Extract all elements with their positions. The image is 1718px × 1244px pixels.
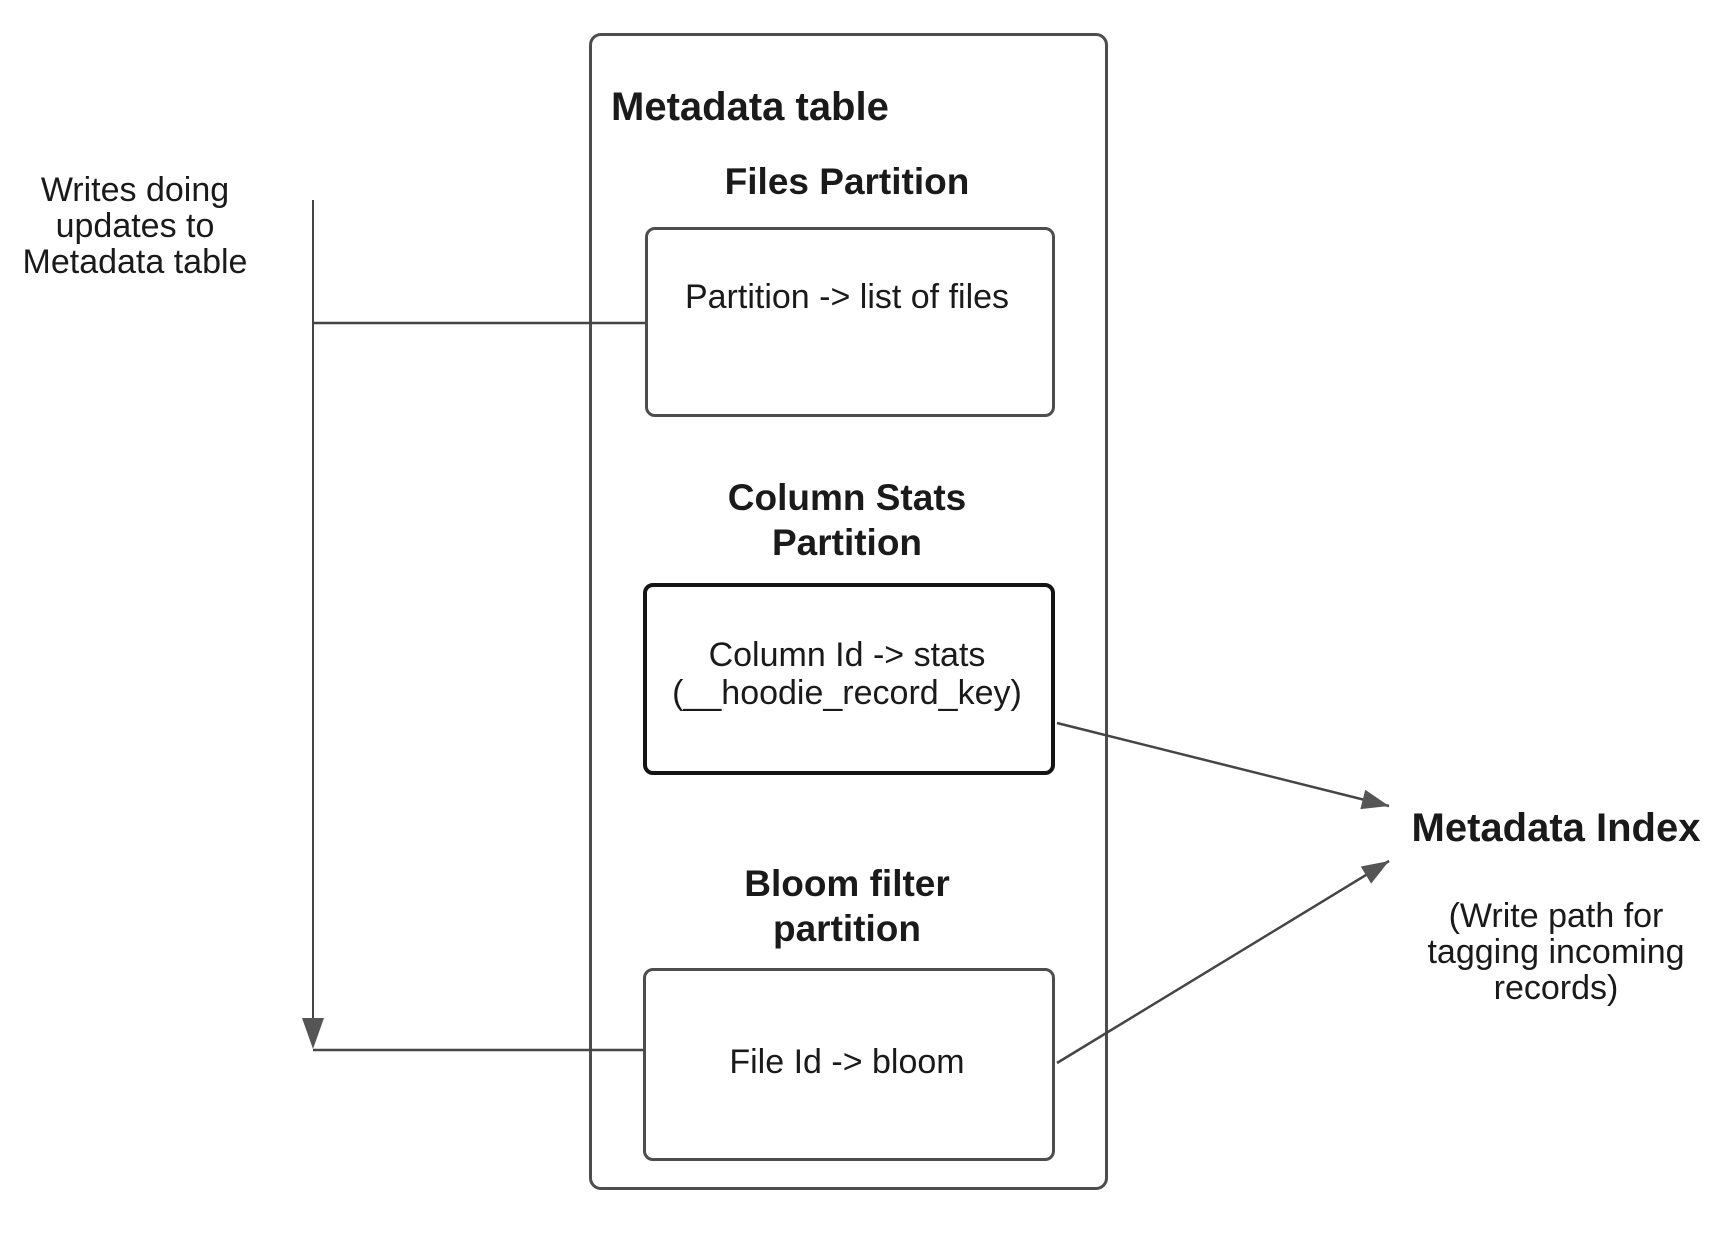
files-partition-heading: Files Partition bbox=[724, 161, 970, 202]
column-stats-partition-content: Column Id -> stats (__hoodie_record_key) bbox=[672, 636, 1022, 712]
files-partition-box bbox=[645, 227, 1055, 417]
bloom-filter-partition-heading: Bloom filter partition bbox=[744, 863, 950, 949]
files-partition-content: Partition -> list of files bbox=[684, 278, 1010, 316]
metadata-table-title: Metadata table bbox=[611, 85, 889, 129]
bloom-filter-partition-content: File Id -> bloom bbox=[729, 1043, 965, 1081]
column-stats-partition-heading: Column Stats Partition bbox=[727, 477, 967, 563]
metadata-index-subtitle: (Write path for tagging incoming records… bbox=[1427, 897, 1685, 1007]
column-stats-partition-box bbox=[643, 583, 1055, 775]
metadata-index-title: Metadata Index bbox=[1411, 806, 1701, 850]
arrow-down-icon bbox=[302, 1018, 324, 1049]
bloom-filter-partition-box bbox=[643, 968, 1055, 1161]
writes-note: Writes doing updates to Metadata table bbox=[22, 171, 248, 281]
